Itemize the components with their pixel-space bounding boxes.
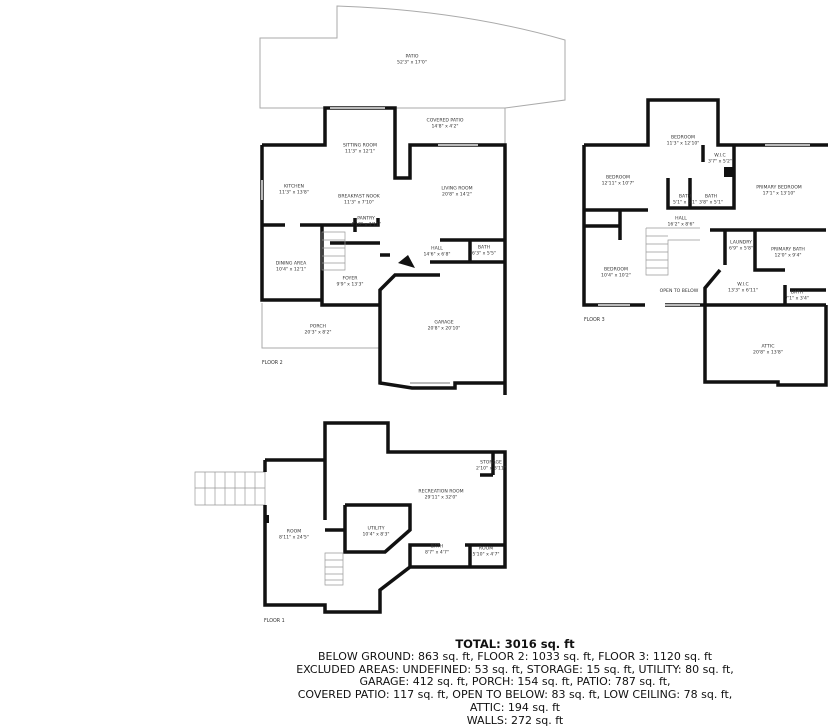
stairs-foyer: [321, 231, 346, 271]
summary-line: ATTIC: 194 sq. ft: [469, 700, 561, 714]
wic-fixture: [724, 167, 733, 177]
summary-line: GARAGE: 412 sq. ft, PORCH: 154 sq. ft, P…: [359, 675, 671, 689]
floor-1-label: FLOOR 1: [264, 619, 285, 624]
floor-2-label: FLOOR 2: [262, 361, 283, 366]
total-area: TOTAL: 3016 sq. ft: [455, 637, 575, 651]
windows: [261, 107, 478, 384]
floor-3-walls: [582, 98, 828, 387]
porch-outline: [261, 303, 380, 349]
summary-line: BELOW GROUND: 863 sq. ft, FLOOR 2: 1033 …: [317, 649, 713, 663]
area-summary: TOTAL: 3016 sq. ft BELOW GROUND: 863 sq.…: [240, 638, 790, 728]
floor-2-plan: [259, 5, 566, 395]
summary-line: EXCLUDED AREAS: UNDEFINED: 53 sq. ft, ST…: [296, 662, 734, 676]
floor-2-walls: [260, 106, 507, 395]
floor-3-label: FLOOR 3: [584, 318, 605, 323]
windows: [598, 144, 810, 306]
exterior-stairs: [194, 471, 266, 506]
floor-3-plan: [582, 98, 828, 387]
entry-angle: [398, 255, 415, 268]
wall-fixture: [265, 515, 269, 523]
stairs-hall: [645, 227, 700, 276]
summary-line: WALLS: 272 sq. ft: [466, 713, 564, 727]
summary-line: COVERED PATIO: 117 sq. ft, OPEN TO BELOW…: [297, 688, 733, 702]
floor-1-plan: [194, 421, 507, 614]
floor-1-walls: [263, 421, 507, 614]
stairs-floor-1: [324, 552, 344, 586]
patio-outline: [259, 5, 566, 109]
covered-patio-outline: [395, 107, 506, 145]
room-label-open-to-below: OPEN TO BELOW: [659, 289, 699, 295]
